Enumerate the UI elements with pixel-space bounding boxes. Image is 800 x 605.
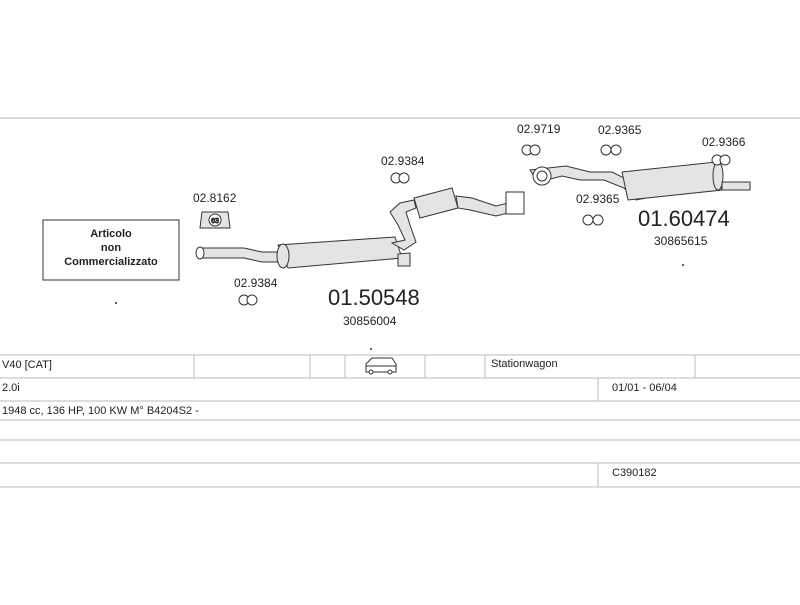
front-flange: [397, 252, 411, 267]
front-muffler-code: 01.50548: [328, 285, 420, 310]
dot-mark: [370, 348, 372, 350]
gasket-size: 63: [211, 218, 219, 225]
part-number-label: 02.8162: [193, 191, 237, 205]
front-inlet-pipe: [197, 247, 283, 263]
rear-muffler-body: [621, 161, 723, 201]
rubber-mount-icon: [600, 144, 622, 156]
catalog-code-cell: C390182: [612, 467, 657, 479]
rear-pipe: [529, 165, 647, 201]
dot-mark: [682, 264, 684, 266]
vehicle-table-grid: [0, 354, 800, 488]
engine-cell: 2.0i: [2, 382, 20, 394]
tail-pipe: [721, 181, 751, 191]
notice-line-3: Commercializzato: [64, 256, 158, 268]
rubber-mount-icon: [521, 144, 541, 156]
dot-mark: [115, 302, 117, 304]
period-cell: 01/01 - 06/04: [612, 382, 677, 394]
part-number-label: 02.9719: [517, 122, 561, 136]
rubber-mount-icon: [582, 214, 604, 226]
front-muffler-cap: [276, 243, 290, 269]
part-number-label: 02.9365: [576, 192, 620, 206]
notice-line-1: Articolo: [90, 228, 132, 240]
front-bend-pipe: [389, 199, 417, 251]
rubber-mount-icon: [711, 154, 731, 166]
mid-flange: [505, 191, 525, 215]
pipe-inlet-end: [195, 246, 205, 260]
body-type-cell: Stationwagon: [491, 358, 558, 370]
specs-cell: 1948 cc, 136 HP, 100 KW M° B4204S2 -: [2, 405, 199, 417]
gasket-left-icon: 63: [199, 211, 231, 229]
part-number-label: 02.9384: [234, 276, 278, 290]
front-pipe-section: [195, 187, 525, 269]
front-muffler-body: [277, 236, 403, 269]
rear-muffler-code: 01.60474: [638, 206, 730, 231]
model-cell: V40 [CAT]: [2, 359, 52, 371]
part-number-label: 02.9365: [598, 123, 642, 137]
part-number-label: 02.9366: [702, 135, 746, 149]
rubber-mount-icon: [390, 172, 410, 184]
car-icon: [365, 357, 397, 375]
rear-muffler-oem: 30865615: [654, 234, 708, 248]
not-sold-notice-box: Articolo non Commercializzato: [42, 219, 180, 281]
rubber-mount-icon: [238, 294, 258, 306]
rear-pipe-section: [529, 161, 751, 201]
part-number-label: 02.9384: [381, 154, 425, 168]
catalyst-body: [413, 187, 459, 219]
notice-line-2: non: [101, 242, 121, 254]
front-muffler-oem: 30856004: [343, 314, 397, 328]
